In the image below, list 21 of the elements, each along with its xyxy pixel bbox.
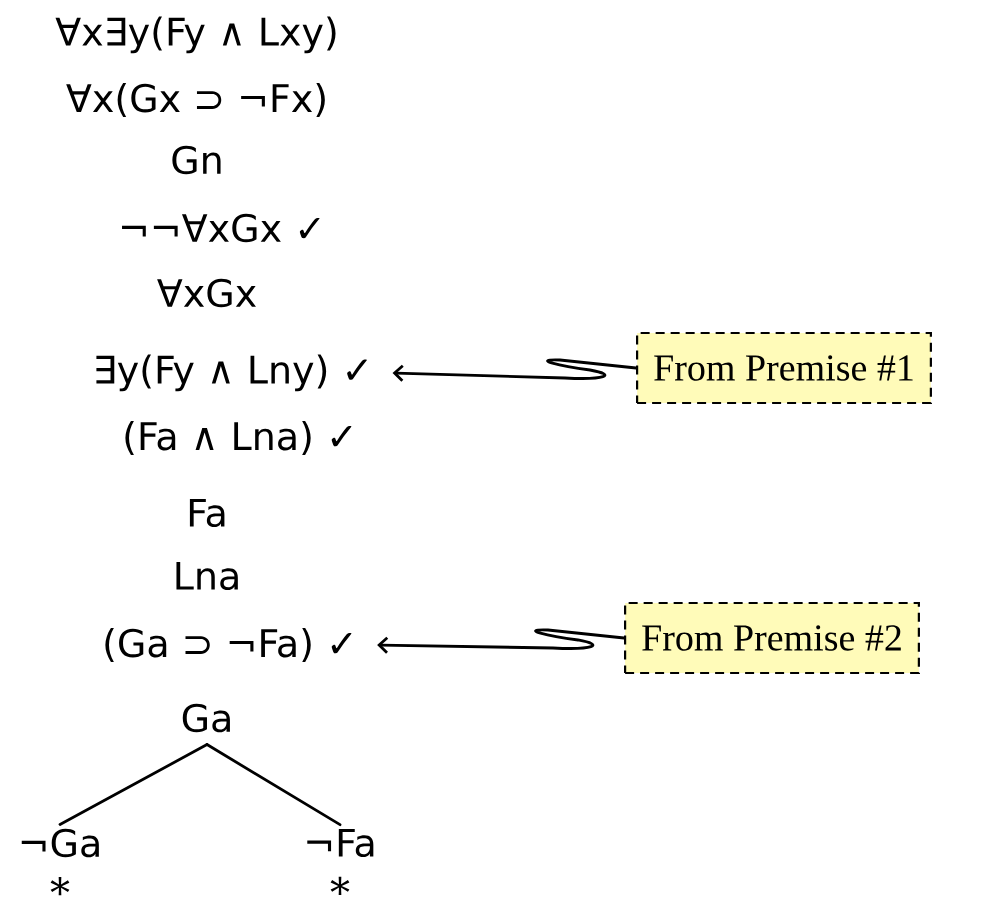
formula-text: Ga	[182, 703, 230, 733]
formula-text: ¬Ga	[21, 828, 99, 858]
closed-branch-mark: ∗	[50, 877, 70, 896]
tree-branch-line	[58, 743, 209, 826]
formula-text: (Ga ⊃ ¬Fa) ✓	[105, 628, 352, 662]
callout-arrow	[377, 628, 626, 654]
formula-text: ∀xGx	[157, 278, 256, 308]
callout-box: From Premise #1	[636, 331, 932, 405]
formula-text: ¬Fa	[307, 828, 374, 858]
formula-text: Lna	[176, 561, 238, 591]
callout-arrow	[392, 358, 638, 382]
formula-text: ∃y(Fy ∧ Lny) ✓	[96, 354, 367, 392]
callout-box: From Premise #2	[624, 601, 920, 675]
tree-branch-line	[205, 743, 342, 827]
formula-text: (Fa ∧ Lna) ✓	[125, 421, 352, 455]
closed-branch-mark: ∗	[330, 876, 350, 896]
formula-text: ∀x∃y(Fy ∧ Lxy)	[55, 16, 336, 54]
formula-text: ¬¬∀xGx ✓	[122, 213, 320, 243]
formula-text: ∀x(Gx ⊃ ¬Fx)	[66, 83, 325, 117]
formula-text: Fa	[189, 498, 225, 528]
formula-text: Gn	[172, 145, 221, 175]
